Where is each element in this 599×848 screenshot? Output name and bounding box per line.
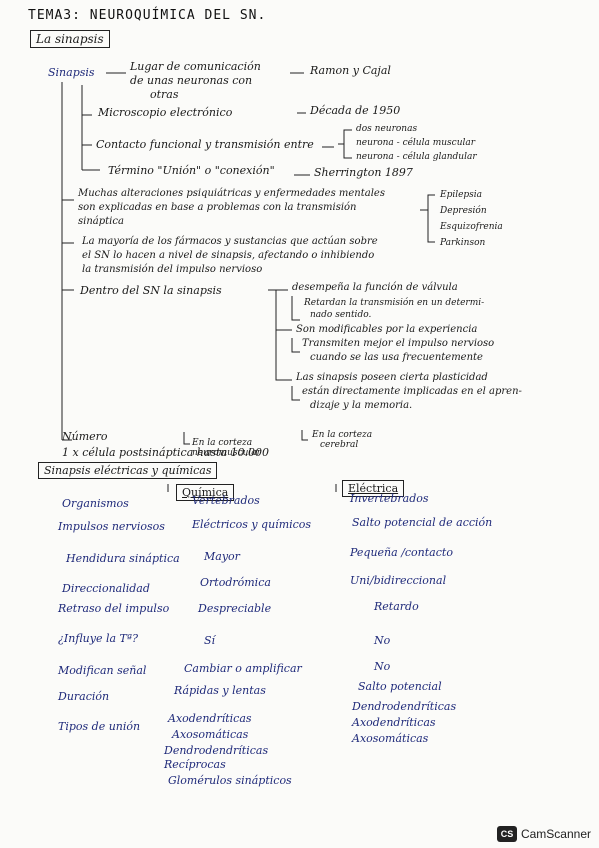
- number-note-1: En la corteza: [192, 438, 253, 448]
- row-elec-direction: Uni/bidireccional: [350, 574, 447, 587]
- row-chem-cleft: Mayor: [204, 550, 240, 563]
- between-item-1: dos neuronas: [356, 124, 418, 134]
- row-label-duration: Duración: [58, 690, 110, 703]
- number-note-1b: neuromuscular: [192, 448, 261, 458]
- row-label-temperature: ¿Influye la Tª?: [58, 632, 139, 645]
- column-header-electric: Eléctrica: [342, 480, 405, 497]
- definition-line-2: de unas neuronas con: [130, 74, 253, 87]
- row-elec-delay: Retardo: [374, 600, 419, 613]
- plasticity-line-1: Las sinapsis poseen cierta plasticidad: [296, 372, 488, 383]
- between-item-2: neurona - célula muscular: [356, 138, 476, 148]
- row-chem-temperature: Sí: [204, 634, 216, 647]
- row-elec-duration: Salto potencial: [358, 680, 442, 693]
- chem-type-1: Axodendríticas: [168, 712, 252, 725]
- row-chem-delay: Despreciable: [198, 602, 272, 615]
- row-chem-direction: Ortodrómica: [200, 576, 271, 589]
- number-value: 1 x célula postsináptica hasta 10.000: [62, 446, 270, 459]
- chem-type-4: Recíprocas: [164, 758, 226, 771]
- term-union-text: Término "Unión" o "conexión": [108, 164, 275, 177]
- disease-4: Parkinson: [440, 238, 486, 248]
- row-label-types: Tipos de unión: [58, 720, 141, 733]
- camscanner-watermark: CS CamScanner: [496, 826, 591, 842]
- page-title: TEMA3: NEUROQUÍMICA DEL SN.: [28, 8, 267, 23]
- plasticity-line-2: están directamente implicadas en el apre…: [302, 386, 522, 397]
- row-label-direction: Direccionalidad: [62, 582, 150, 595]
- row-label-impulses: Impulsos nerviosos: [58, 520, 165, 533]
- decade-text: Década de 1950: [310, 104, 401, 117]
- sherrington-text: Sherrington 1897: [314, 166, 413, 179]
- between-item-3: neurona - célula glandular: [356, 152, 477, 162]
- plasticity-line-3: dizaje y la memoria.: [310, 400, 413, 411]
- row-elec-signal: No: [374, 660, 391, 673]
- camscanner-name: CamScanner: [520, 827, 591, 841]
- row-chem-impulses: Eléctricos y químicos: [192, 518, 312, 531]
- section-heading-synapse: La sinapsis: [30, 30, 110, 48]
- drugs-line-3: la transmisión del impulso nervioso: [82, 264, 263, 275]
- number-label: Número: [62, 430, 108, 443]
- drugs-line-1: La mayoría de los fármacos y sustancias …: [82, 236, 378, 247]
- row-elec-organisms: Invertebrados: [350, 492, 429, 505]
- column-header-chemical: Química: [176, 484, 235, 501]
- modifiable-line-1: Son modificables por la experiencia: [296, 324, 478, 335]
- row-label-cleft: Hendidura sináptica: [66, 552, 180, 565]
- alterations-line-2: son explicadas en base a problemas con l…: [78, 202, 357, 213]
- term-synapse: Sinapsis: [48, 66, 95, 79]
- chem-type-3: Dendrodendríticas: [164, 744, 269, 757]
- modifiable-line-2: Transmiten mejor el impulso nervioso: [302, 338, 495, 349]
- contact-text: Contacto funcional y transmisión entre: [96, 138, 314, 151]
- definition-line-3: otras: [150, 88, 179, 101]
- alterations-line-1: Muchas alteraciones psiquiátricas y enfe…: [78, 188, 385, 199]
- row-chem-organisms: Vertebrados: [192, 494, 260, 507]
- row-elec-impulses: Salto potencial de acción: [352, 516, 493, 529]
- within-sn-text: Dentro del SN la sinapsis: [80, 284, 222, 297]
- author-cajal: Ramon y Cajal: [310, 64, 391, 77]
- elec-type-3: Axosomáticas: [352, 732, 429, 745]
- number-note-2b: cerebral: [320, 440, 359, 450]
- chem-type-2: Axosomáticas: [172, 728, 249, 741]
- alterations-line-3: sináptica: [78, 216, 124, 227]
- row-label-delay: Retraso del impulso: [58, 602, 170, 615]
- valve-line-3: nado sentido.: [310, 310, 372, 320]
- elec-type-1: Dendrodendríticas: [352, 700, 457, 713]
- row-elec-cleft: Pequeña /contacto: [350, 546, 453, 559]
- camscanner-logo-icon: CS: [496, 826, 517, 842]
- microscope-text: Microscopio electrónico: [98, 106, 233, 119]
- row-label-organisms: Organismos: [62, 497, 129, 510]
- row-chem-signal: Cambiar o amplificar: [184, 662, 302, 675]
- valve-line-1: desempeña la función de válvula: [292, 282, 458, 293]
- section-heading-electric-chemical: Sinapsis eléctricas y químicas: [38, 462, 218, 479]
- row-label-signal: Modifican señal: [58, 664, 147, 677]
- disease-2: Depresión: [440, 206, 487, 216]
- modifiable-line-3: cuando se las usa frecuentemente: [310, 352, 483, 363]
- disease-1: Epilepsia: [440, 190, 483, 200]
- drugs-line-2: el SN lo hacen a nivel de sinapsis, afec…: [82, 250, 375, 261]
- disease-3: Esquizofrenia: [440, 222, 503, 232]
- definition-line-1: Lugar de comunicación: [130, 60, 261, 73]
- row-chem-duration: Rápidas y lentas: [174, 684, 266, 697]
- valve-line-2: Retardan la transmisión en un determi-: [304, 298, 485, 308]
- number-note-2: En la corteza: [312, 430, 373, 440]
- chem-type-5: Glomérulos sinápticos: [168, 774, 292, 787]
- row-elec-temperature: No: [374, 634, 391, 647]
- elec-type-2: Axodendríticas: [352, 716, 436, 729]
